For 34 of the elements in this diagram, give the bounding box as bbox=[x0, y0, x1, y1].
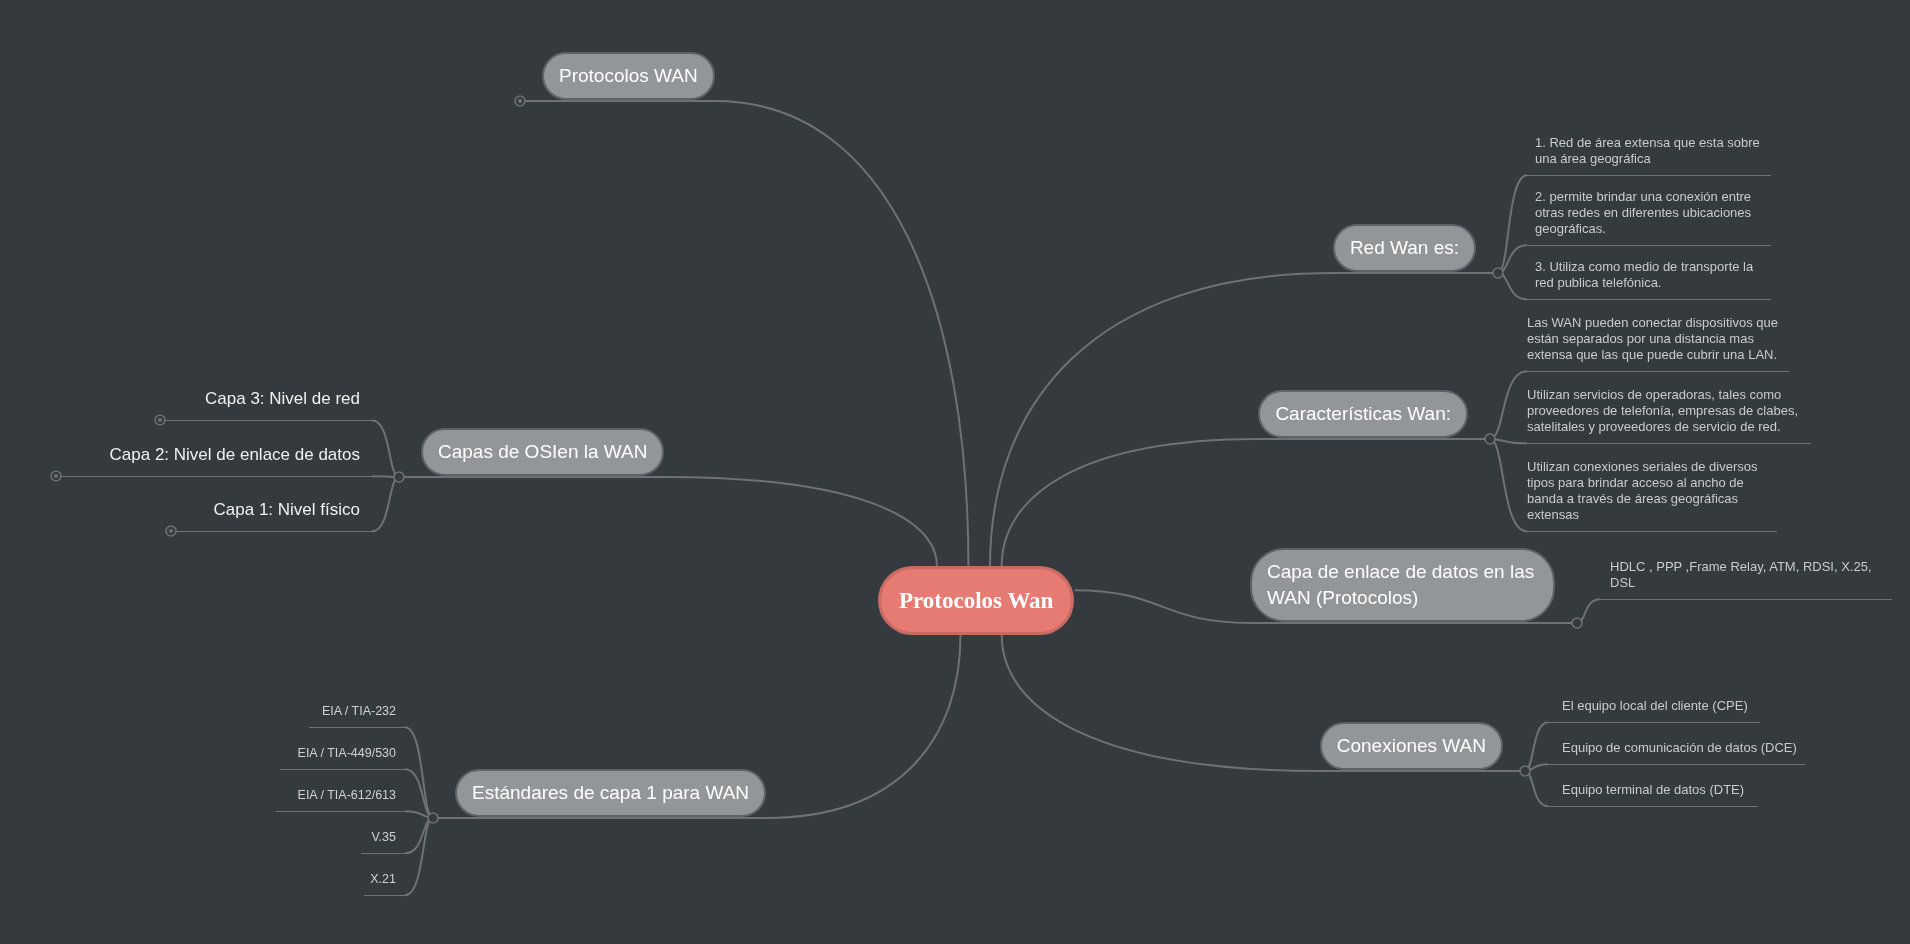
topic-pill: Red Wan es: bbox=[1332, 224, 1476, 272]
subtopic-label: 1. Red de área extensa que esta sobre una área geográfica bbox=[1527, 133, 1771, 176]
topic-pill: Capa de enlace de datos en las WAN (Protocolos) bbox=[1250, 548, 1555, 622]
branch-line bbox=[989, 272, 1477, 567]
subtopic-label: Capa 3: Nivel de red bbox=[165, 386, 372, 421]
topic-pill: Conexiones WAN bbox=[1319, 722, 1503, 770]
subtopic-label: El equipo local del cliente (CPE) bbox=[1548, 696, 1760, 723]
branch-line bbox=[1000, 438, 1469, 567]
subtopic-label: EIA / TIA-232 bbox=[309, 701, 405, 728]
subtopic-label: X.21 bbox=[364, 869, 405, 896]
central-topic: Protocolos Wan bbox=[878, 566, 1075, 635]
branch-line bbox=[1000, 634, 1504, 772]
subtopic-label: EIA / TIA-449/530 bbox=[280, 743, 405, 770]
branch-line bbox=[1554, 598, 1601, 624]
topic-pill: Protocolos WAN bbox=[542, 52, 715, 100]
subtopic-label: Utilizan servicios de operadoras, tales como proveedores de telefonía, empresas de clabes, satelitales y proveedores de servicio de red. bbox=[1527, 385, 1811, 444]
branch-line bbox=[420, 476, 938, 567]
subtopic-label: V.35 bbox=[361, 827, 405, 854]
subtopic-label: EIA / TIA-612/613 bbox=[276, 785, 405, 812]
subtopic-label: Equipo terminal de datos (DTE) bbox=[1548, 780, 1758, 807]
subtopic-label: Capa 2: Nivel de enlace de datos bbox=[61, 442, 372, 477]
subtopic-label: 2. permite brindar una conexión entre otras redes en diferentes ubicaciones geográficas. bbox=[1527, 187, 1771, 246]
subtopic-label: 3. Utiliza como medio de transporte la red publica telefónica. bbox=[1527, 257, 1771, 300]
topic-pill: Estándares de capa 1 para WAN bbox=[455, 769, 767, 817]
branch-line bbox=[541, 100, 970, 567]
topic-pill: Capas de OSIen la WAN bbox=[421, 428, 665, 476]
subtopic-label: Capa 1: Nivel físico bbox=[176, 497, 372, 532]
subtopic-label: Las WAN pueden conectar dispositivos que están separados por una distancia mas extensa que las que puede cubrir una LAN. bbox=[1527, 313, 1789, 372]
subtopic-label: HDLC , PPP ,Frame Relay, ATM, RDSI, X.25, DSL bbox=[1600, 557, 1892, 600]
branch-line bbox=[454, 634, 962, 819]
topic-pill: Características Wan: bbox=[1258, 390, 1468, 438]
subtopic-label: Equipo de comunicación de datos (DCE) bbox=[1548, 738, 1805, 765]
branch-line bbox=[1073, 589, 1556, 624]
subtopic-label: Utilizan conexiones seriales de diversos tipos para brindar acceso al ancho de banda a través de áreas geográficas extensas bbox=[1527, 457, 1777, 532]
